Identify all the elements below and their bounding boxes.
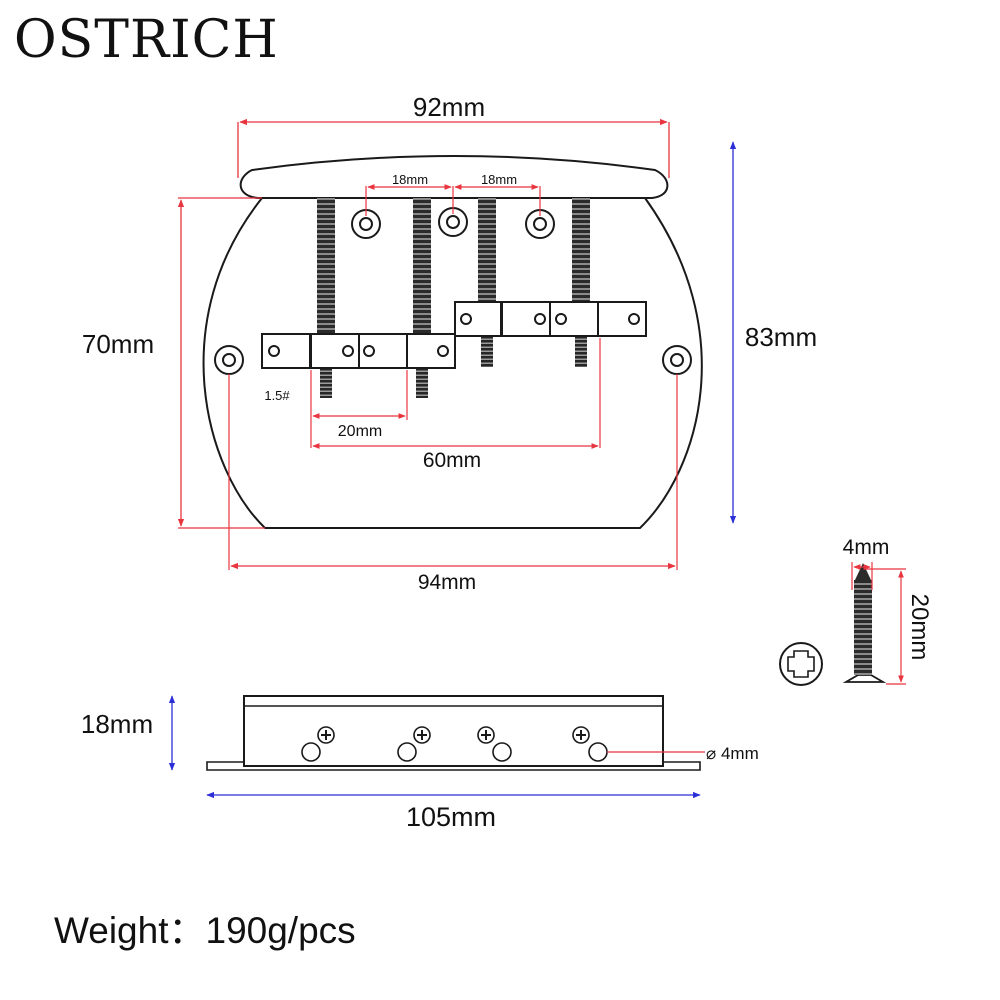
label-mount-width: 94mm: [418, 571, 476, 594]
dimension-top-width: 92mm: [237, 92, 670, 178]
saddle: [310, 333, 360, 369]
threaded-rod: [317, 198, 335, 338]
dimension-total-height: 83mm: [729, 141, 817, 524]
screw-head-icon: [779, 642, 823, 686]
label-string-spacing: 20mm: [338, 423, 382, 440]
label-side-height: 18mm: [81, 709, 153, 739]
screw-side-icon: [842, 563, 887, 683]
threaded-rod: [413, 198, 431, 338]
saddle-upper-row: [454, 301, 647, 337]
label-total-height: 83mm: [745, 322, 817, 352]
weight-label: Weight：190g/pcs: [54, 910, 356, 951]
threaded-rod: [320, 368, 332, 398]
side-screw-cross: [321, 730, 586, 740]
screw-detail: 4mm 20mm: [779, 536, 933, 686]
label-left-height: 70mm: [82, 329, 154, 359]
saddle: [454, 301, 502, 337]
bridge-top-lip: [239, 155, 669, 199]
label-spacing-b: 18mm: [481, 172, 517, 187]
dimension-mount-width: 94mm: [228, 374, 678, 594]
label-top-width: 92mm: [413, 92, 485, 122]
bridge-side-view: ⌀ 4mm 18mm 105mm: [81, 695, 759, 832]
label-hole-diameter: ⌀ 4mm: [706, 744, 759, 763]
mount-hole: [214, 207, 692, 375]
side-holes: [301, 742, 608, 762]
threaded-rod: [481, 335, 493, 367]
dimension-left-height: 70mm: [82, 197, 265, 529]
label-spacing-a: 18mm: [392, 172, 428, 187]
label-span: 60mm: [423, 449, 481, 472]
threaded-rod: [572, 198, 590, 304]
dimension-hole-spacing: 18mm 18mm: [365, 172, 541, 216]
label-side-length: 105mm: [406, 802, 496, 832]
dimension-string-spacing: 20mm 60mm: [310, 338, 601, 472]
label-screw-length: 20mm: [906, 594, 933, 661]
label-screw-diameter: 4mm: [843, 536, 890, 559]
brand-logo: OSTRICH: [14, 10, 279, 70]
threaded-rod: [416, 368, 428, 398]
threaded-rod: [478, 198, 496, 304]
threaded-rod: [575, 335, 587, 367]
label-screw-size: 1.5#: [264, 388, 290, 403]
saddle-lower-row: [261, 333, 456, 369]
